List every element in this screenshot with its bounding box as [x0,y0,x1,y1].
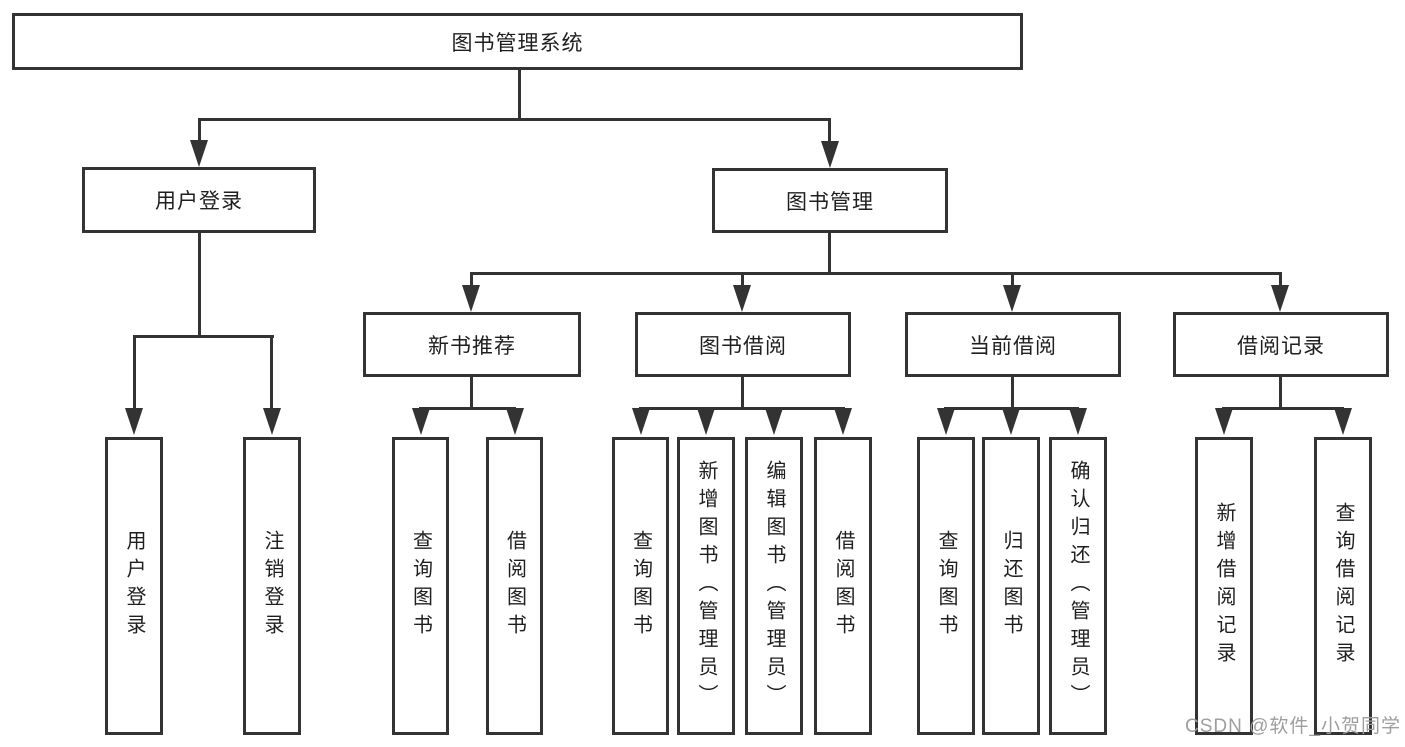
connector-line [198,232,201,335]
connector-line [1011,272,1014,287]
connector-line [470,377,473,407]
leaf-label: 查询图书 [935,530,957,642]
connector-line [1222,407,1344,410]
connector-line [828,118,831,143]
node-new-book-recommend: 新书推荐 [363,312,581,377]
connector-line [518,69,521,118]
connector-line [133,335,136,408]
connector-line [198,118,201,142]
leaf-label: 用户登录 [123,530,145,642]
arrow-down-icon [632,408,650,435]
connector-line [1011,377,1014,407]
leaf-label: 新增借阅记录 [1213,502,1235,670]
node-book-borrowing: 图书借阅 [635,312,851,377]
arrow-down-icon [462,285,480,312]
watermark: CSDN @软件_小贺同学 [1185,716,1401,737]
leaf-label: 查询借阅记录 [1332,502,1354,670]
arrow-down-icon [190,140,208,167]
node-label: 图书借阅 [699,334,787,358]
arrow-down-icon [1334,408,1352,435]
leaf-edit-book-admin: 编辑图书（管理员） [745,437,803,735]
arrow-down-icon [1003,285,1021,312]
arrow-down-icon [263,408,281,435]
arrow-down-icon [1271,285,1289,312]
leaf-label: 借阅图书 [832,530,854,642]
leaf-add-borrow-record: 新增借阅记录 [1195,437,1253,735]
connector-line [470,272,473,287]
leaf-label: 编辑图书（管理员） [763,460,785,712]
node-user-login: 用户登录 [82,167,316,233]
connector-line [741,377,744,407]
arrow-down-icon [834,408,852,435]
connector-line [470,272,1281,275]
leaf-query-books-3: 查询图书 [917,437,975,735]
connector-line [1279,377,1282,407]
connector-line [1279,272,1282,287]
leaf-user-login: 用户登录 [105,437,163,735]
connector-line [741,272,744,287]
leaf-label: 归还图书 [1000,530,1022,642]
leaf-query-borrow-record: 查询借阅记录 [1314,437,1372,735]
node-label: 借阅记录 [1237,334,1325,358]
node-borrowing-records: 借阅记录 [1173,312,1389,377]
leaf-label: 确认归还（管理员） [1067,460,1089,712]
arrow-down-icon [1002,408,1020,435]
leaf-borrow-books-1: 借阅图书 [486,437,543,735]
connector-line [828,233,831,272]
arrow-down-icon [1069,408,1087,435]
node-label: 图书管理 [786,190,874,214]
node-label: 新书推荐 [428,334,516,358]
connector-line [419,407,516,410]
node-current-borrowing: 当前借阅 [905,312,1121,377]
leaf-query-books-1: 查询图书 [392,437,449,735]
arrow-down-icon [125,408,143,435]
arrow-down-icon [1215,408,1233,435]
arrow-down-icon [765,408,783,435]
leaf-label: 查询图书 [409,530,432,642]
leaf-label: 查询图书 [629,530,652,642]
node-label: 用户登录 [155,190,243,213]
leaf-logout: 注销登录 [243,437,301,735]
connector-line [270,335,273,408]
leaf-confirm-return-admin: 确认归还（管理员） [1049,437,1107,735]
leaf-borrow-books-2: 借阅图书 [814,437,872,735]
arrow-down-icon [821,141,839,168]
node-library-system: 图书管理系统 [12,13,1023,70]
leaf-label: 借阅图书 [503,530,526,642]
arrow-down-icon [937,408,955,435]
arrow-down-icon [733,285,751,312]
node-label: 图书管理系统 [451,31,584,55]
arrow-down-icon [506,408,524,435]
leaf-label: 注销登录 [261,530,283,642]
leaf-add-book-admin: 新增图书（管理员） [677,437,735,735]
leaf-label: 新增图书（管理员） [695,460,717,712]
connector-line [198,118,831,121]
arrow-down-icon [697,408,715,435]
connector-line [133,335,274,338]
node-label: 当前借阅 [969,334,1057,358]
connector-line [639,407,845,410]
leaf-return-book: 归还图书 [982,437,1040,735]
arrow-down-icon [412,408,430,435]
leaf-query-books-2: 查询图书 [612,437,669,735]
node-book-management: 图书管理 [712,168,948,233]
